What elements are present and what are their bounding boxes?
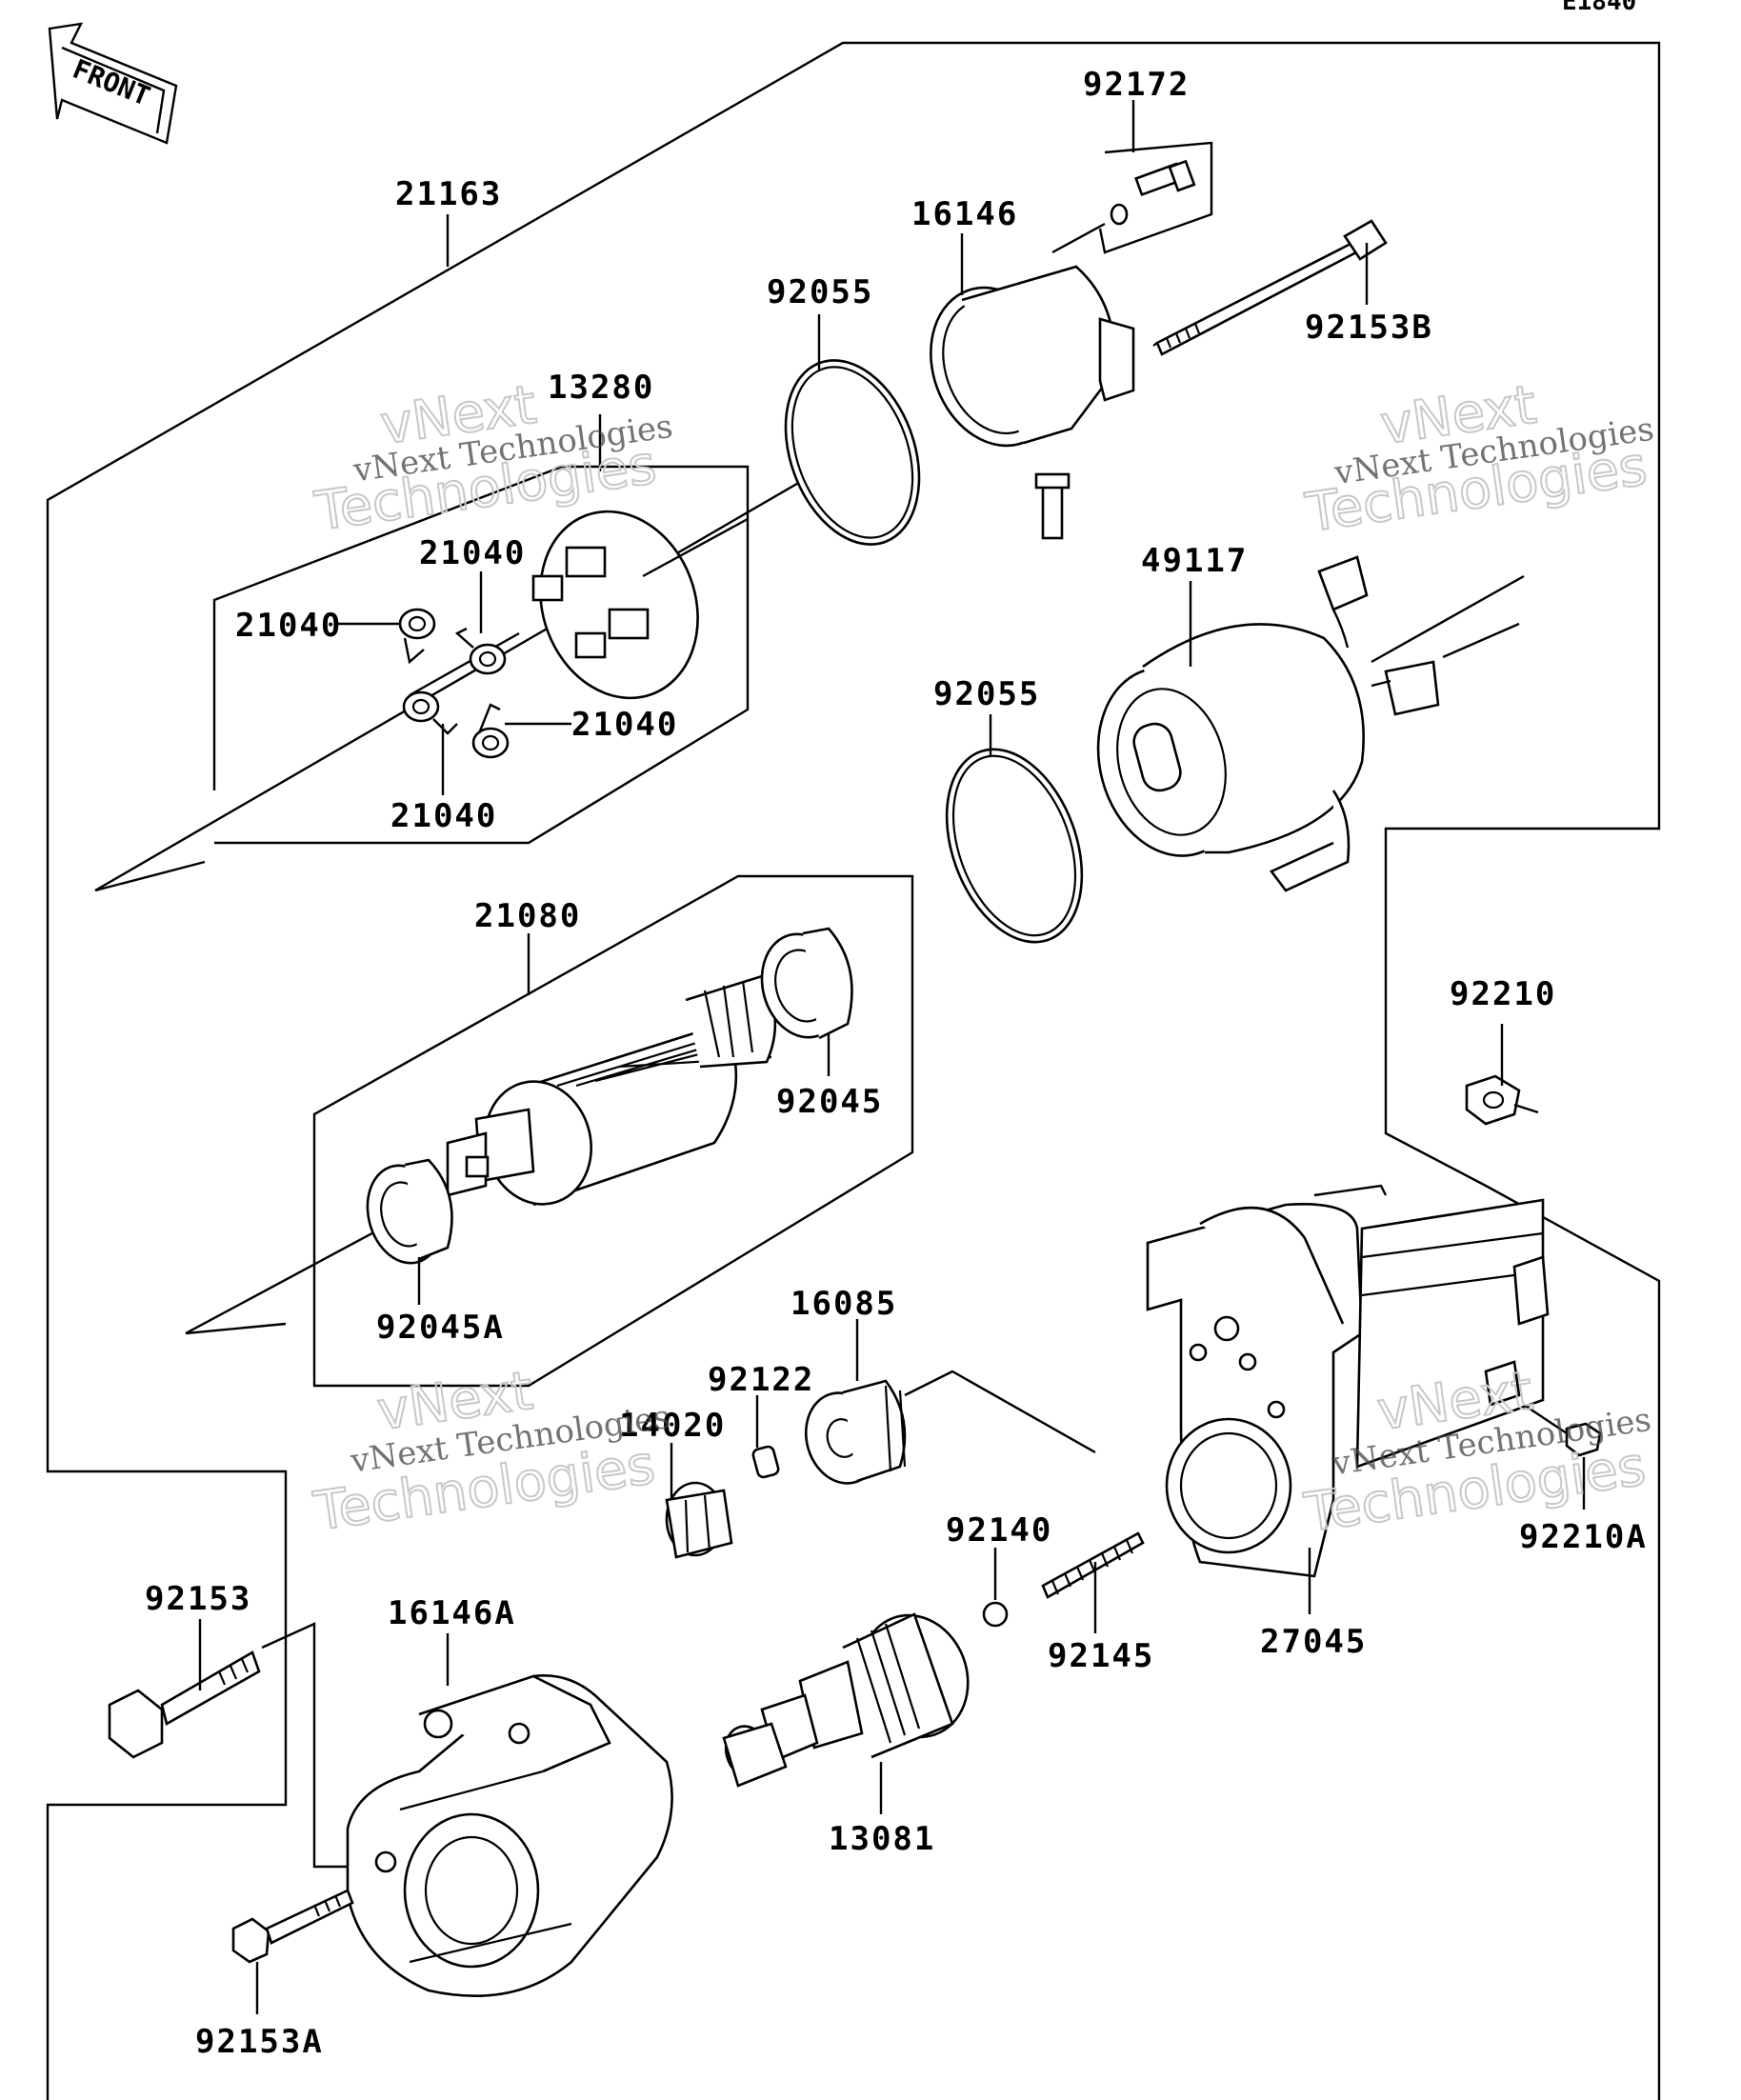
part-92055-o-ring-upper bbox=[784, 359, 921, 546]
part-13081-pinion-clutch bbox=[722, 1612, 970, 1788]
part-92045A-bearing bbox=[366, 1158, 453, 1265]
label-92140: 92140 bbox=[946, 1511, 1052, 1550]
part-92210-nut bbox=[1465, 1074, 1539, 1126]
part-92153A-bolt bbox=[231, 1889, 354, 1964]
part-16085-roller bbox=[804, 1370, 1096, 1485]
bracket-13280 bbox=[212, 465, 750, 845]
label-16146: 16146 bbox=[911, 195, 1018, 233]
label-92055-lower: 92055 bbox=[933, 675, 1040, 713]
part-92172-screw bbox=[1051, 141, 1213, 254]
part-27045-housing bbox=[1146, 1184, 1550, 1578]
label-21080: 21080 bbox=[474, 897, 581, 935]
leader-lines bbox=[198, 100, 1586, 2014]
part-92153B-through-bolt bbox=[1152, 219, 1388, 356]
part-21040-springs bbox=[398, 608, 510, 759]
part-16146A-front-housing bbox=[346, 1674, 673, 1997]
label-92122: 92122 bbox=[708, 1361, 814, 1399]
label-21040-a: 21040 bbox=[419, 534, 526, 572]
label-92153B: 92153B bbox=[1305, 309, 1433, 347]
diagram-ref-code: E1840 bbox=[1562, 0, 1636, 16]
part-92153-bolt bbox=[108, 1622, 390, 1869]
watermark-lower-right: vNext Technologies vNext Technologies bbox=[1299, 1359, 1653, 1546]
label-92045A: 92045A bbox=[376, 1309, 505, 1347]
label-92210A: 92210A bbox=[1519, 1518, 1648, 1556]
part-49117-yoke bbox=[1096, 555, 1525, 892]
part-92145-spring bbox=[1041, 1531, 1145, 1599]
part-13280-brush-holder bbox=[409, 510, 749, 700]
part-92045-bearing bbox=[760, 927, 853, 1040]
label-92045: 92045 bbox=[776, 1083, 883, 1121]
label-92210: 92210 bbox=[1450, 975, 1556, 1013]
part-14020-gear bbox=[665, 1481, 733, 1559]
label-27045: 27045 bbox=[1260, 1623, 1367, 1661]
label-92145: 92145 bbox=[1048, 1637, 1154, 1675]
label-13081: 13081 bbox=[829, 1820, 935, 1858]
label-49117: 49117 bbox=[1141, 542, 1248, 580]
part-21080-armature bbox=[446, 974, 777, 1207]
label-14020: 14020 bbox=[619, 1407, 726, 1445]
label-21040-b: 21040 bbox=[235, 607, 342, 645]
watermark-lower-left: vNext Technologies vNext Technologies bbox=[309, 1359, 672, 1544]
part-92210A-nut bbox=[1523, 1404, 1602, 1457]
part-16146-end-cover bbox=[930, 265, 1135, 540]
label-21040-c: 21040 bbox=[571, 706, 678, 744]
bracket-21080 bbox=[312, 874, 914, 1388]
part-92122-pin bbox=[751, 1445, 780, 1479]
label-21040-d: 21040 bbox=[390, 797, 497, 835]
front-label: FRONT bbox=[69, 53, 155, 112]
label-92153: 92153 bbox=[145, 1580, 251, 1618]
label-92153A: 92153A bbox=[195, 2023, 324, 2061]
label-21163: 21163 bbox=[395, 175, 502, 213]
part-92055-o-ring-lower bbox=[945, 748, 1084, 944]
label-13280: 13280 bbox=[548, 369, 654, 407]
label-92172: 92172 bbox=[1083, 66, 1190, 104]
watermark-upper-right: vNext Technologies vNext Technologies bbox=[1301, 373, 1656, 546]
part-92140-ball bbox=[982, 1601, 1009, 1628]
part-labels: 21163 92172 16146 92153B 92055 13280 210… bbox=[145, 66, 1648, 2061]
label-16146A: 16146A bbox=[388, 1594, 516, 1632]
label-92055-upper: 92055 bbox=[767, 273, 873, 311]
front-arrow-icon: FRONT bbox=[48, 22, 178, 145]
label-16085: 16085 bbox=[790, 1285, 897, 1323]
assembly-outline bbox=[46, 41, 1661, 2100]
